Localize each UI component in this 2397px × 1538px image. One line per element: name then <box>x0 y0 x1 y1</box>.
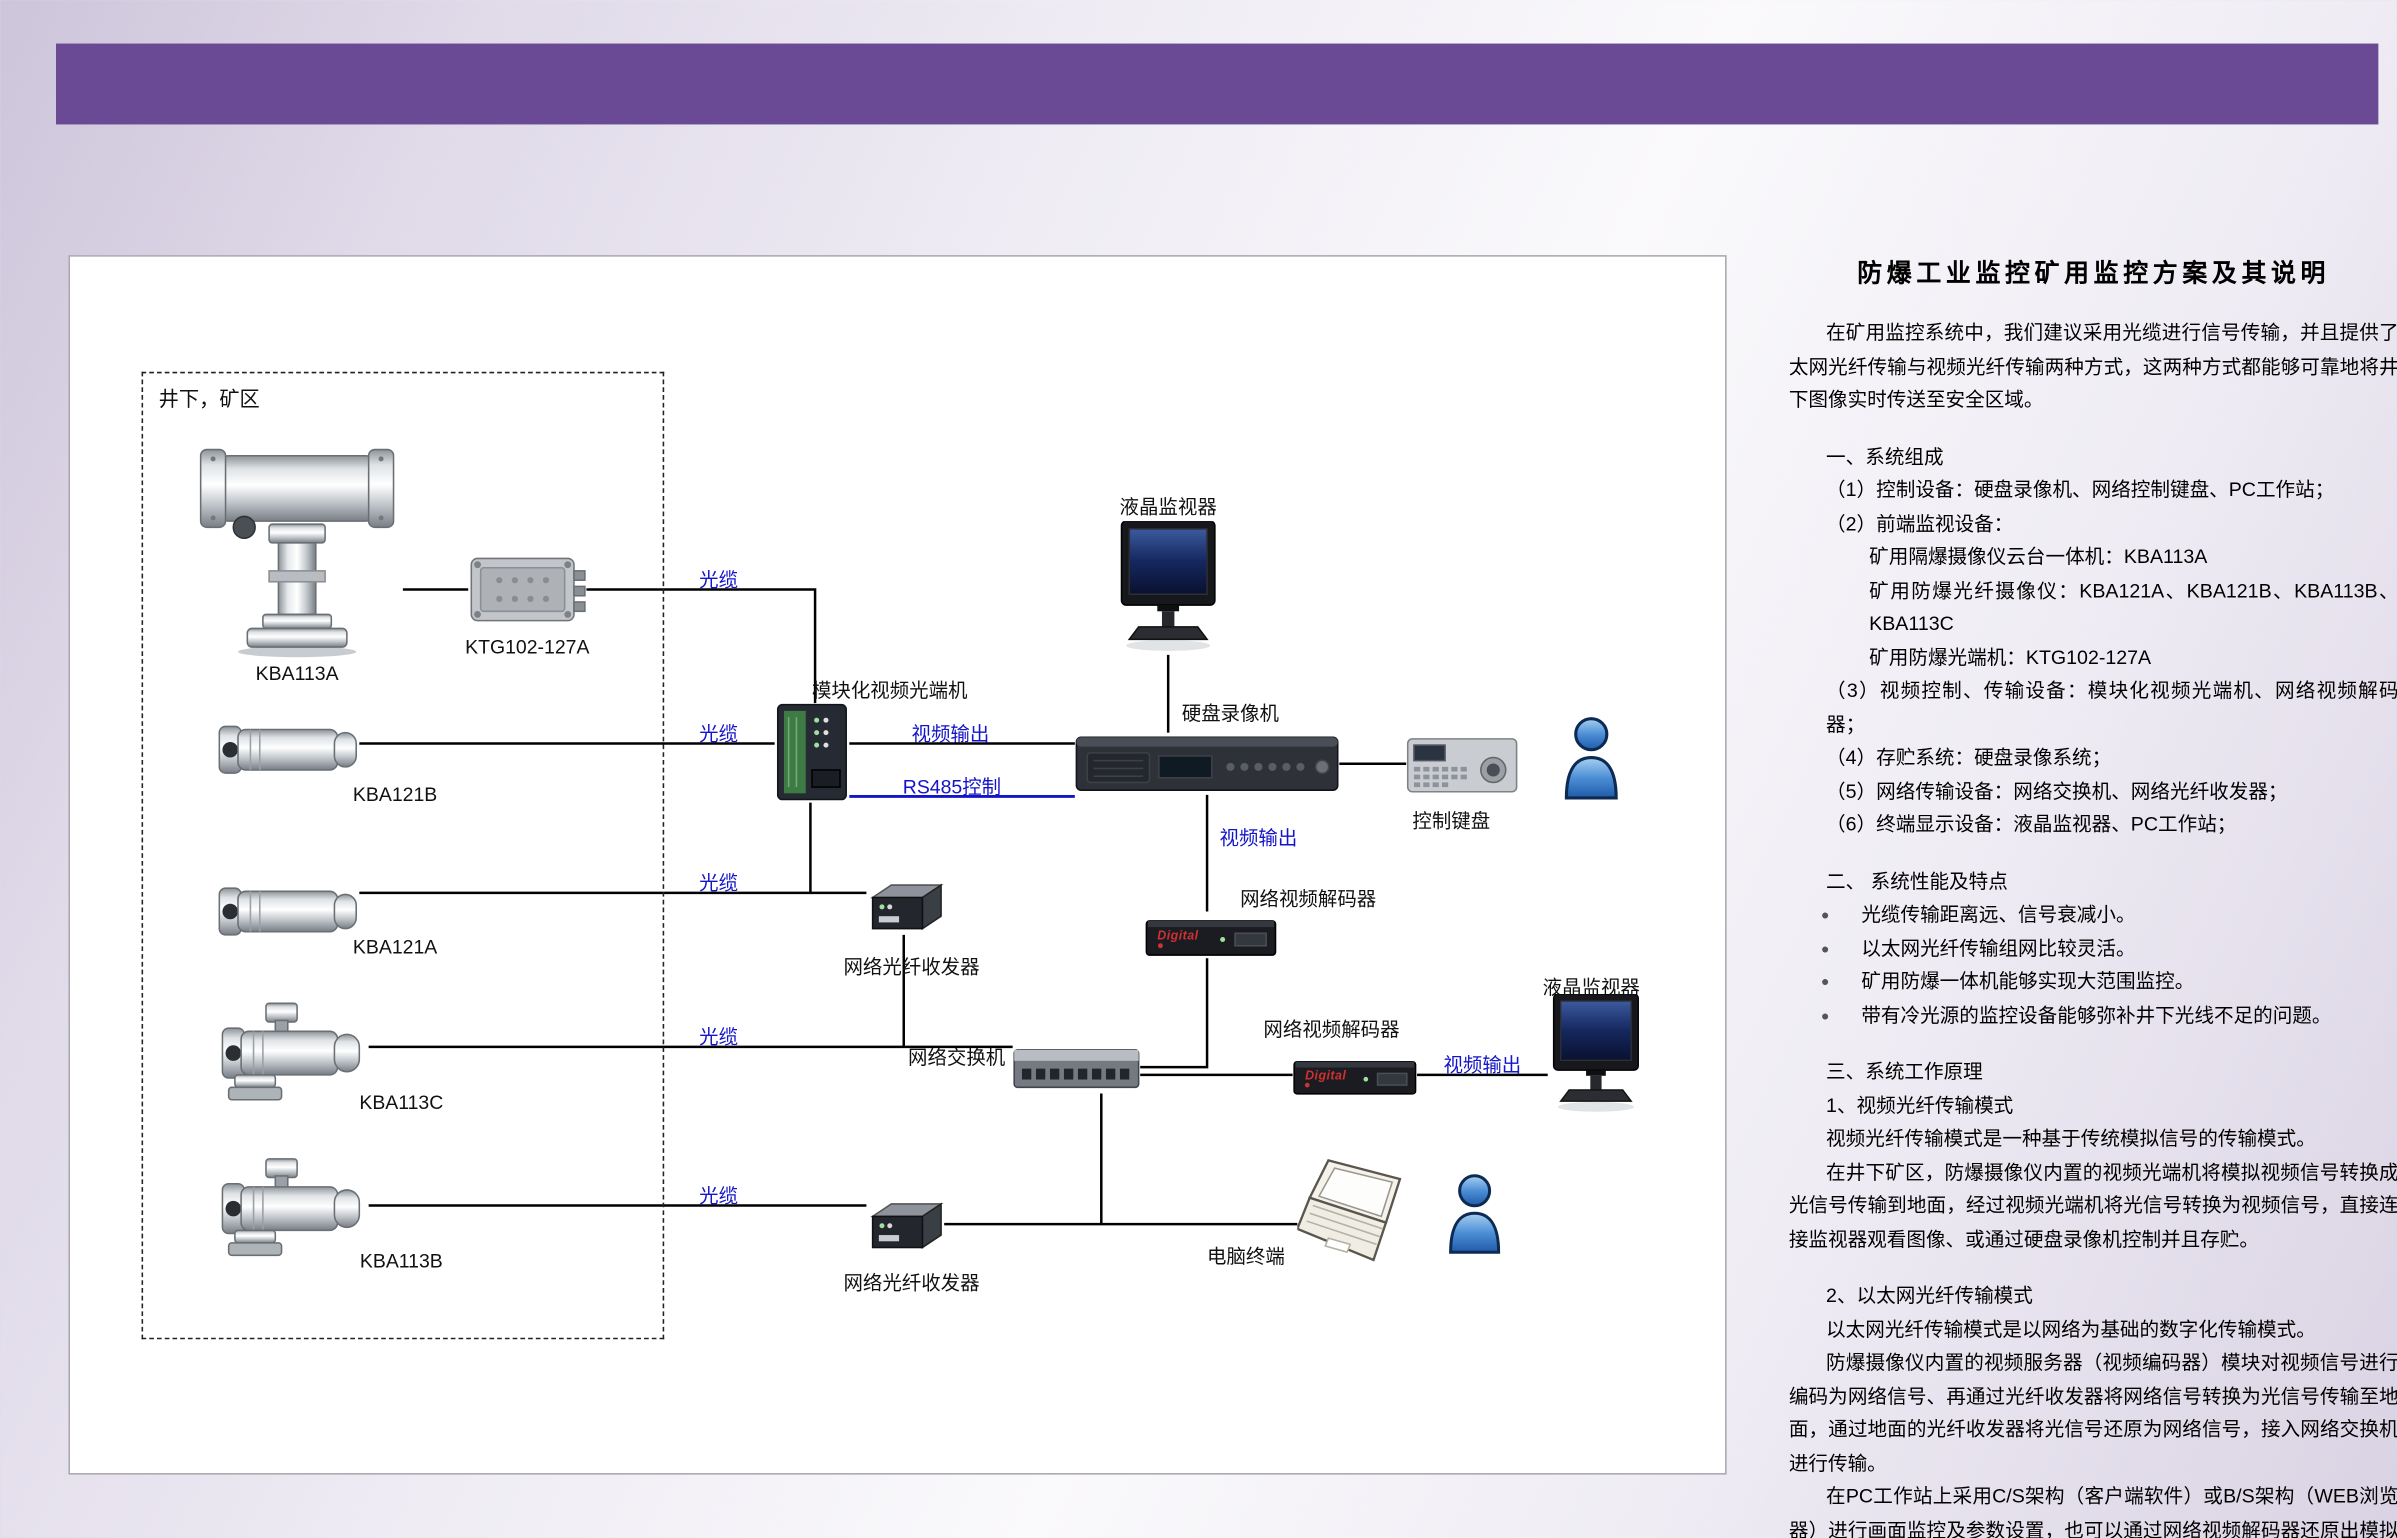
ktg-label: KTG102-127A <box>465 636 590 658</box>
section3-sub2-heading: 2、以太网光纤传输模式 <box>1826 1284 2033 1307</box>
person-icon <box>1449 1174 1501 1254</box>
network-switch-device <box>1013 1044 1141 1094</box>
kba113a-label: KBA113A <box>255 662 339 685</box>
kba113b-camera <box>216 1156 368 1262</box>
transceiver1-label: 网络光纤收发器 <box>843 956 980 979</box>
cable-label-4: 光缆 <box>699 1026 739 1049</box>
video-out-label-1: 视频输出 <box>911 723 990 746</box>
dvr-label: 硬盘录像机 <box>1181 703 1280 725</box>
monitor-icon <box>1552 993 1639 1113</box>
cable-label-5: 光缆 <box>699 1185 739 1208</box>
section1-item-2b: 矿用防爆光纤摄像仪：KBA121A、KBA121B、KBA113B、KBA113… <box>1869 579 2397 635</box>
transceiver-icon <box>871 884 942 930</box>
decoder-brand-text: Digital <box>1157 928 1199 943</box>
section3-sub2-p1: 以太网光纤传输模式是以网络为基础的数字化传输模式。 <box>1826 1318 2316 1341</box>
cable-label-2: 光缆 <box>699 723 739 746</box>
connection-lines <box>359 588 1548 1226</box>
section2-bullet-1: 光缆传输距离远、信号衰减小。 <box>1789 899 2397 932</box>
zone-label: 井下，矿区 <box>158 387 260 411</box>
monitor-top-label: 液晶监视器 <box>1119 496 1217 518</box>
underground-zone: 井下，矿区 <box>141 371 665 1340</box>
dvr-icon <box>1075 736 1339 791</box>
transceiver2-label: 网络光纤收发器 <box>843 1272 980 1295</box>
switch-label: 网络交换机 <box>907 1046 1006 1069</box>
video-out-label-2: 视频输出 <box>1219 827 1298 850</box>
fiber-transceiver-1 <box>866 879 944 935</box>
cable-label-1: 光缆 <box>699 569 739 592</box>
section1-item-2: （2）前端监视设备： <box>1826 512 2014 535</box>
monitor-right-label: 液晶监视器 <box>1542 976 1640 999</box>
operator-person <box>1562 714 1621 801</box>
decoder-brand-text: Digital <box>1305 1068 1347 1083</box>
cylinder-camera-icon <box>218 725 357 774</box>
signal-lines <box>359 588 1548 1226</box>
dvr-device <box>1075 733 1339 795</box>
doc-panel: 防爆工业监控矿用监控方案及其说明 在矿用监控系统中，我们建议采用光缆进行信号传输… <box>1789 252 2397 1538</box>
user-person <box>1445 1171 1504 1255</box>
rs485-label: RS485控制 <box>902 776 1002 798</box>
kba113c-camera <box>216 1000 368 1106</box>
section1-item-4: （4）存贮系统：硬盘录像系统； <box>1826 746 2112 769</box>
kba113b-label: KBA113B <box>359 1250 443 1273</box>
section3-sub2-p3: 在PC工作站上采用C/S架构（客户端软件）或B/S架构（WEB浏览器）进行画面监… <box>1788 1485 2397 1538</box>
kba121b-camera <box>216 714 359 786</box>
section2-bullet-2: 以太网光纤传输组网比较灵活。 <box>1789 933 2397 966</box>
person-icon <box>1564 717 1618 800</box>
optical-terminal-label: 模块化视频光端机 <box>811 679 968 702</box>
decoder2-label: 网络视频解码器 <box>1263 1018 1400 1041</box>
monitor-icon <box>1120 521 1216 652</box>
laptop-icon <box>1297 1159 1402 1262</box>
control-keyboard-device <box>1406 733 1518 798</box>
video-out-label-3: 视频输出 <box>1443 1054 1522 1077</box>
fiber-transceiver-2 <box>866 1198 944 1254</box>
kba121b-label: KBA121B <box>352 783 438 806</box>
section1-item-6: （6）终端显示设备：液晶监视器、PC工作站； <box>1826 813 2237 836</box>
keyboard-label: 控制键盘 <box>1412 810 1491 833</box>
pan-tilt-camera-icon <box>199 448 395 658</box>
cable-label-3: 光缆 <box>699 872 739 895</box>
section2-bullet-4: 带有冷光源的监控设备能够弥补井下光线不足的问题。 <box>1789 999 2397 1032</box>
pc-terminal-label: 电脑终端 <box>1207 1245 1285 1268</box>
header-bar <box>55 43 2379 125</box>
section1-item-1: （1）控制设备：硬盘录像机、网络控制键盘、PC工作站； <box>1826 479 2335 501</box>
section1-item-3: （3）视频控制、传输设备：模块化视频光端机、网络视频解码器； <box>1826 679 2397 735</box>
section1-item-5: （5）网络传输设备：网络交换机、网络光纤收发器； <box>1826 780 2288 802</box>
control-keyboard-icon <box>1406 738 1518 793</box>
section3-heading: 三、系统工作原理 <box>1826 1060 1983 1083</box>
mounted-camera-icon <box>221 1158 361 1257</box>
modular-optical-terminal <box>775 702 850 803</box>
network-switch-icon <box>1013 1049 1140 1089</box>
kba121a-label: KBA121A <box>352 936 438 959</box>
kba113c-label: KBA113C <box>359 1091 444 1114</box>
ktg-optical-terminal-box <box>468 552 586 627</box>
section3-sub2-p2: 防爆摄像仪内置的视频服务器（视频编码器）模块对视频信号进行编码为网络信号、再通过… <box>1788 1351 2397 1474</box>
kba113a-camera <box>191 440 403 658</box>
section3-sub1-p2: 在井下矿区，防爆摄像仪内置的视频光端机将模拟视频信号转换成光信号传输到地面，经过… <box>1788 1161 2397 1250</box>
mounted-camera-icon <box>221 1002 361 1101</box>
doc-intro: 在矿用监控系统中，我们建议采用光缆进行信号传输，并且提供了太网光纤传输与视频光纤… <box>1788 321 2397 411</box>
section3-sub1-p1: 视频光纤传输模式是一种基于传统模拟信号的传输模式。 <box>1826 1127 2316 1150</box>
section1-item-2c: 矿用防爆光端机：KTG102-127A <box>1869 646 2152 669</box>
laptop-terminal <box>1297 1157 1414 1269</box>
lcd-monitor-right <box>1548 993 1644 1115</box>
section1-item-2a: 矿用隔爆摄像仪云台一体机：KBA113A <box>1869 545 2208 568</box>
lcd-monitor-top <box>1120 521 1216 655</box>
optical-terminal-icon <box>776 703 847 801</box>
transceiver-icon <box>871 1203 942 1249</box>
section2-heading: 二、 系统性能及特点 <box>1826 870 2008 893</box>
doc-title: 防爆工业监控矿用监控方案及其说明 <box>1857 261 2331 288</box>
section3-sub1-heading: 1、视频光纤传输模式 <box>1826 1094 2014 1117</box>
diagram-panel: 井下，矿区 <box>68 255 1727 1475</box>
section1-heading: 一、系统组成 <box>1826 445 1944 468</box>
junction-box-icon <box>470 557 586 622</box>
decoder1-label: 网络视频解码器 <box>1240 888 1377 910</box>
section2-bullet-3: 矿用防爆一体机能够实现大范围监控。 <box>1789 966 2397 999</box>
